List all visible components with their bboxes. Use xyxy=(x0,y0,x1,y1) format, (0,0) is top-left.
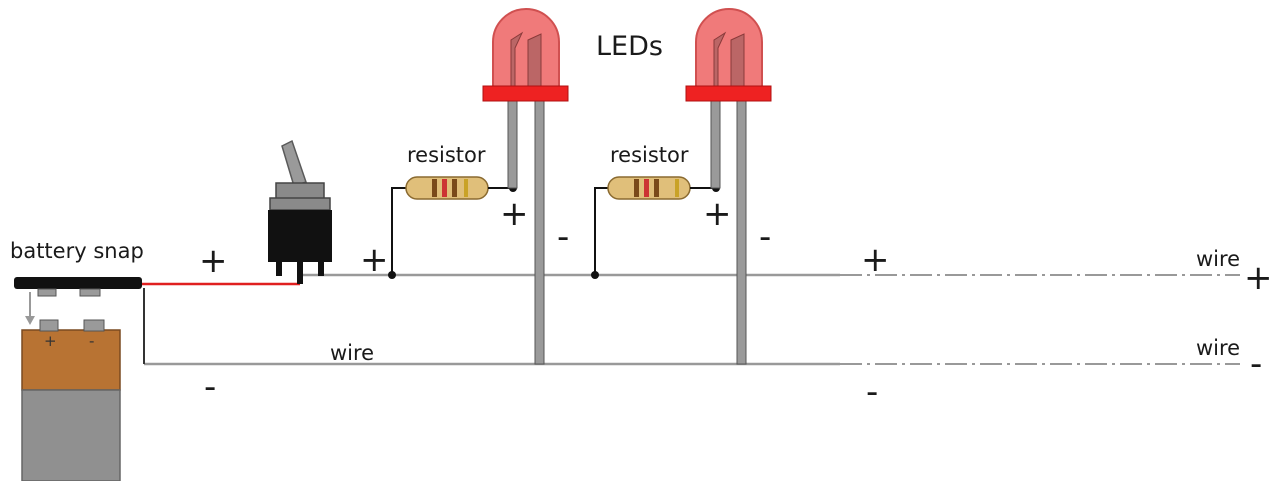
rail-positive-sign: + xyxy=(861,240,890,280)
battery-positive-label: + xyxy=(44,332,57,350)
battery-snap xyxy=(14,277,142,297)
resistor-2-label: resistor xyxy=(610,143,689,167)
led-2-anode-leg xyxy=(710,99,721,189)
battery-snap-label: battery snap xyxy=(10,239,144,263)
wire-right-top-label: wire xyxy=(1196,247,1240,271)
led-2 xyxy=(685,8,772,365)
led-1 xyxy=(482,8,569,365)
down-arrow-icon xyxy=(25,292,35,325)
resistor-1 xyxy=(405,176,489,200)
junction-dot xyxy=(388,271,396,279)
switch-out-positive-sign: + xyxy=(360,240,389,280)
snap-negative-sign: - xyxy=(204,367,216,407)
snap-positive-sign: + xyxy=(199,241,228,281)
battery-negative-label: - xyxy=(89,332,94,350)
led-1-positive-sign: + xyxy=(500,194,529,234)
resistor-1-branch-wire xyxy=(391,187,408,275)
battery: + - xyxy=(21,319,121,481)
led-1-cathode-leg xyxy=(534,99,545,365)
rail-negative-sign: - xyxy=(866,372,878,412)
right-negative-sign: - xyxy=(1250,344,1262,384)
battery-negative-terminal xyxy=(83,319,105,332)
wire-right-bottom-label: wire xyxy=(1196,336,1240,360)
junction-dot xyxy=(591,271,599,279)
resistor-2 xyxy=(607,176,691,200)
right-positive-sign: + xyxy=(1244,258,1273,298)
battery-positive-terminal xyxy=(39,319,59,332)
toggle-switch xyxy=(268,139,332,284)
wire-bottom-label: wire xyxy=(330,341,374,365)
led-2-cathode-leg xyxy=(736,99,747,365)
led-1-negative-sign: - xyxy=(557,217,569,257)
leds-title: LEDs xyxy=(596,31,663,62)
led-1-anode-leg xyxy=(507,99,518,189)
resistor-2-branch-wire xyxy=(594,187,610,275)
led-2-negative-sign: - xyxy=(759,217,771,257)
led-2-positive-sign: + xyxy=(703,194,732,234)
resistor-1-label: resistor xyxy=(407,143,486,167)
